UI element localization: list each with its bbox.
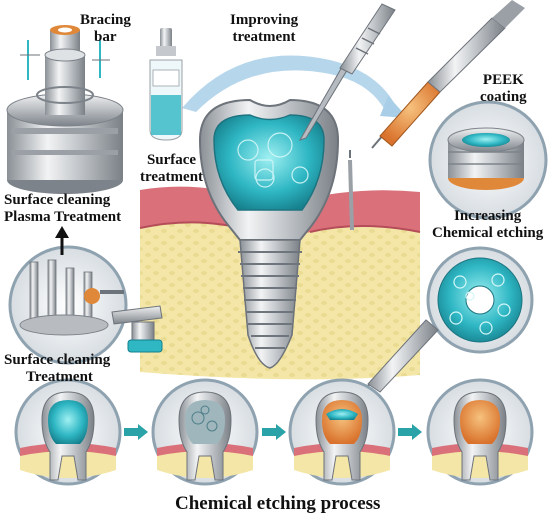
label-surface-cleaning-treatment: Surface cleaning Treatment — [4, 352, 111, 385]
tooth-step-4 — [426, 378, 534, 486]
step-arrow-1 — [124, 424, 148, 440]
diagram-caption: Chemical etching process — [175, 493, 381, 514]
step-arrow-3 — [398, 424, 422, 440]
tooth-step-3 — [288, 378, 396, 486]
peek-coating-inset — [428, 100, 548, 220]
label-peek-coating: PEEK coating — [480, 72, 527, 105]
implant-icon — [198, 98, 340, 369]
bracing-bar-device — [6, 25, 124, 194]
ampoule-icon — [149, 28, 183, 141]
tooth-step-1 — [14, 378, 122, 486]
up-arrow-icon — [55, 226, 69, 255]
step-arrow-2 — [262, 424, 286, 440]
connector-tool-icon — [111, 305, 163, 353]
label-surface-treatment: Surface treatment — [140, 152, 204, 185]
label-increasing-etching: Increasing Chemical etching — [432, 208, 544, 241]
cleaning-device-inset — [8, 245, 128, 365]
label-plasma-treatment: Surface cleaning Plasma Treatment — [4, 192, 122, 225]
drill-icon — [298, 3, 396, 141]
etched-disk-inset — [426, 246, 534, 354]
syringe-icon — [371, 0, 525, 149]
label-improving-treatment: Improving treatment — [230, 12, 299, 45]
probe-icon — [348, 150, 354, 231]
tooth-step-2 — [151, 378, 259, 486]
label-bracing-bar: Bracing bar — [80, 12, 131, 45]
